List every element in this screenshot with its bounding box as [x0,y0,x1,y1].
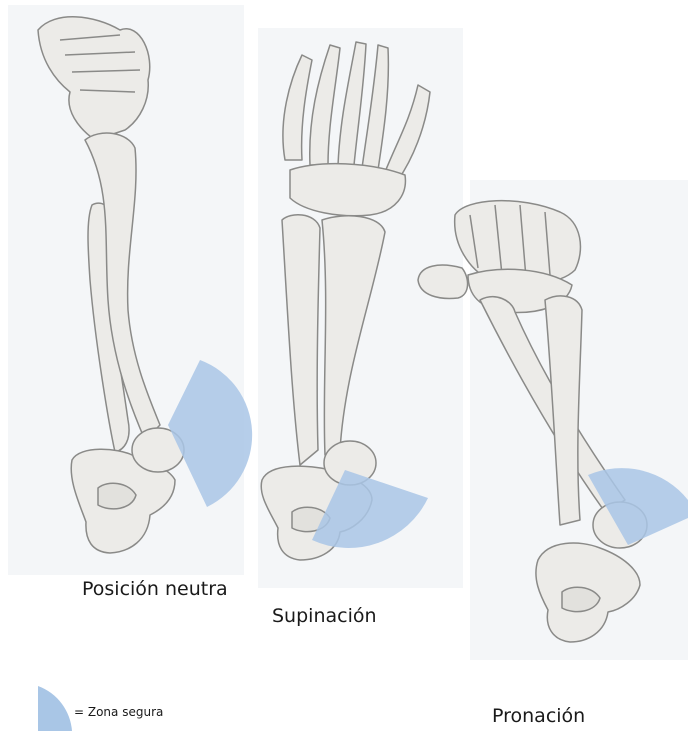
legend-safe-zone-text: = Zona segura [74,705,163,719]
label-supination: Supinación [272,605,377,627]
label-pronation: Pronación [492,705,585,727]
label-neutral-position: Posición neutra [82,578,228,600]
legend-safe-zone-swatch [38,686,72,731]
